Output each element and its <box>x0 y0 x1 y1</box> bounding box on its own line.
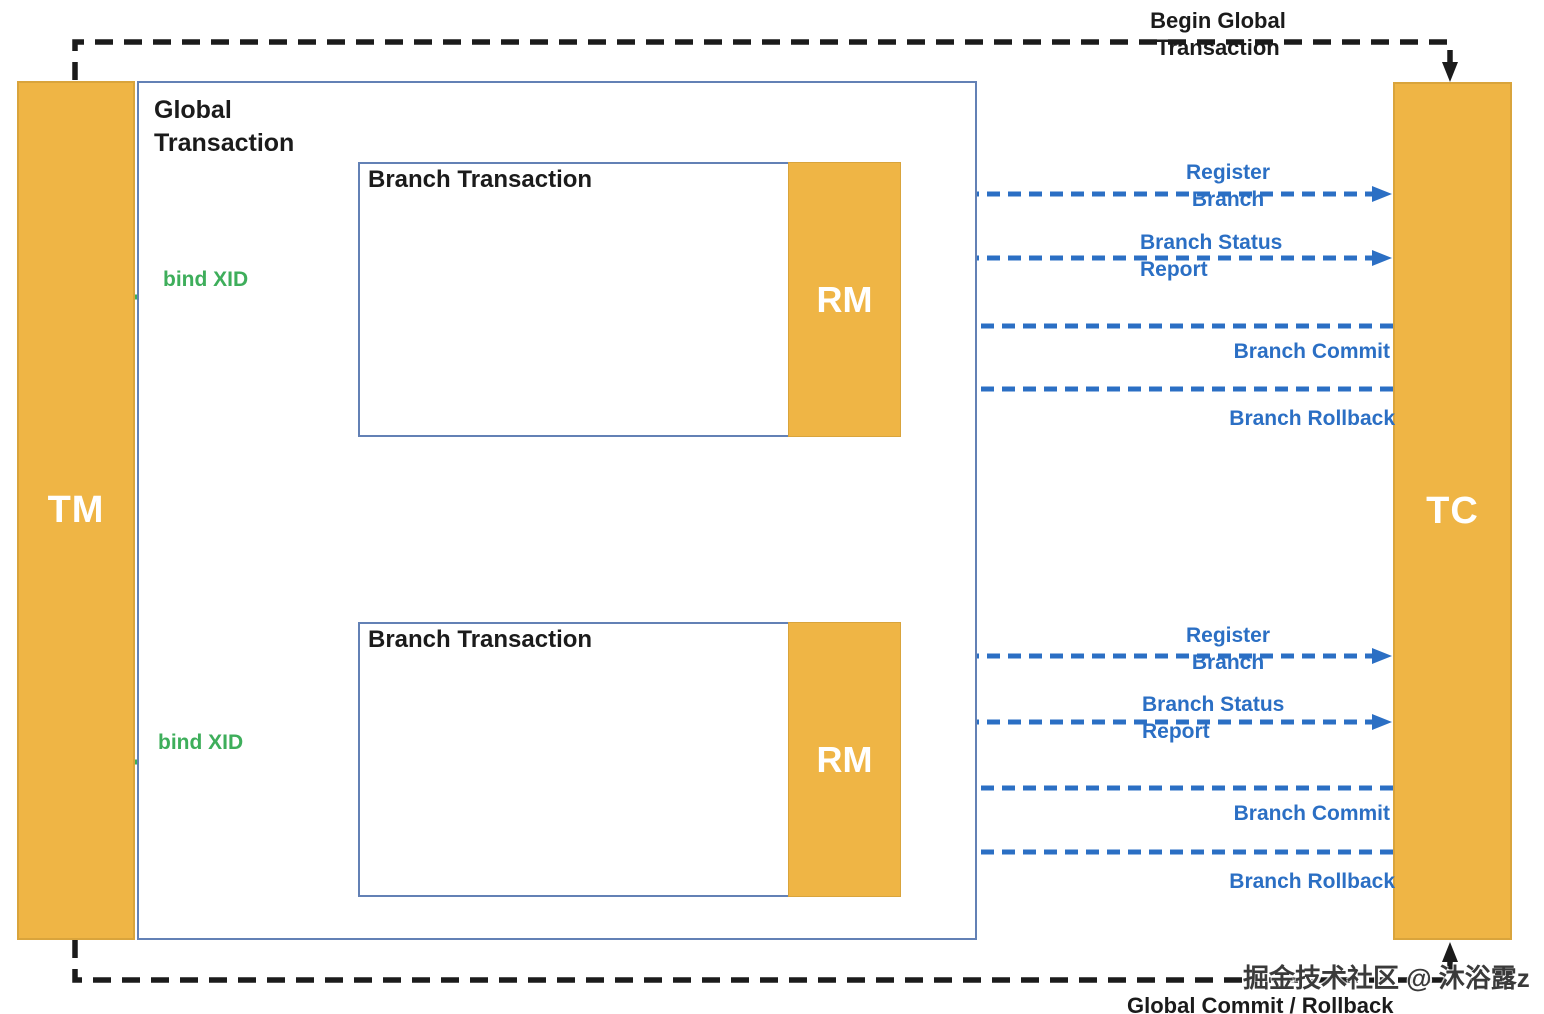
bind-xid-label-2: bind XID <box>158 731 244 754</box>
register-branch-label-1: Register Branch <box>1185 161 1271 211</box>
bind-xid-label-1: bind XID <box>163 268 249 291</box>
branch-status-report-label-2: Branch Status Report <box>1142 693 1285 743</box>
tc-node-label: TC <box>1426 489 1479 532</box>
rm-node-label-1: RM <box>816 278 873 320</box>
branch-commit-label-1: Branch Commit <box>1233 340 1390 363</box>
branch-rollback-label-1: Branch Rollback <box>1229 407 1395 430</box>
branch-commit-label-2: Branch Commit <box>1233 802 1390 825</box>
branch-transaction-box-2: Branch Transaction RM <box>358 622 901 897</box>
rm-node-2: RM <box>788 622 901 897</box>
rm-node-label-2: RM <box>816 738 873 780</box>
watermark: 掘金技术社区 @ 沐浴露z <box>1243 963 1530 993</box>
register-branch-label-2: Register Branch <box>1185 624 1271 674</box>
global-transaction-title: Global Transaction <box>154 96 295 157</box>
branch-rollback-label-2: Branch Rollback <box>1229 870 1395 893</box>
tm-node-label: TM <box>47 489 105 531</box>
tc-node: TC <box>1393 82 1512 940</box>
branch-transaction-box-1: Branch Transaction RM <box>358 162 901 437</box>
tm-node: TM <box>17 81 135 940</box>
branch-transaction-title-2: Branch Transaction <box>368 626 593 653</box>
global-commit-rollback-label: Global Commit / Rollback <box>1127 993 1394 1014</box>
branch-status-report-label-1: Branch Status Report <box>1140 231 1283 281</box>
branch-transaction-title-1: Branch Transaction <box>368 166 593 193</box>
begin-global-transaction-label: Begin Global Transaction <box>1150 8 1286 60</box>
rm-node-1: RM <box>788 162 901 437</box>
